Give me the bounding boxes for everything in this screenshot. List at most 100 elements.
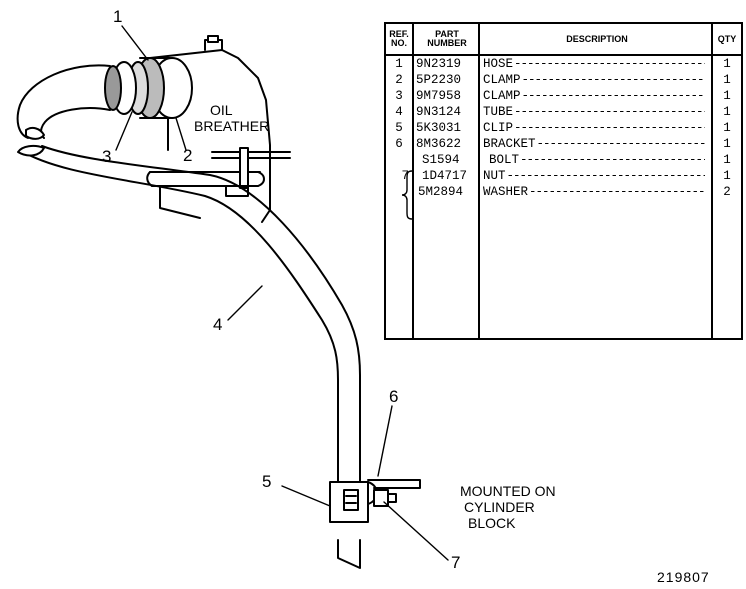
leader-dashes: ---------------------------------------- (520, 153, 705, 167)
hose-clamp-assembly (104, 57, 193, 119)
header-part-line-2: NUMBER (427, 38, 467, 48)
row-description: CLIP------------------------------------… (479, 120, 713, 136)
leader-dashes: ---------------------------------------- (506, 169, 705, 183)
callout-7: 7 (451, 553, 461, 572)
oil-breather-label-line-2: BREATHER (194, 118, 270, 134)
filler-desc (479, 200, 713, 339)
row-description-text: NUT (483, 169, 506, 183)
header-ref-line-1: REF. (389, 29, 409, 39)
callout-6: 6 (389, 387, 399, 406)
filler-ref (385, 200, 414, 339)
row-part-number: 5M2894 (413, 184, 480, 200)
row-part-number: 5K3031 (413, 120, 480, 136)
row-description: HOSE------------------------------------… (479, 55, 713, 72)
row-qty: 1 (723, 153, 731, 167)
table-row: 7 1D4717 NUT----------------------------… (385, 168, 742, 184)
oil-breather-label-line-1: OIL (210, 102, 233, 118)
table-row: 2 5P2230 CLAMP--------------------------… (385, 72, 742, 88)
row-part-number: 5P2230 (413, 72, 480, 88)
row-ref: 1 (385, 55, 414, 72)
group-brace-ref-7 (401, 170, 413, 220)
row-qty: 1 (723, 169, 731, 183)
callout-4: 4 (213, 315, 223, 334)
row-description-text: TUBE (483, 105, 514, 119)
row-part-number: 9N2319 (413, 55, 480, 72)
table-row: 3 9M7958 CLAMP--------------------------… (385, 88, 742, 104)
row-description-text: CLAMP (483, 89, 521, 103)
leader-dashes: ---------------------------------------- (514, 121, 705, 135)
row-description-text: CLIP (483, 121, 514, 135)
row-ref: 3 (385, 88, 414, 104)
mounted-label-line-3: BLOCK (468, 515, 516, 531)
row-qty: 1 (723, 105, 731, 119)
row-part-number: 1D4717 (413, 168, 480, 184)
row-description-text: BOLT (489, 153, 520, 167)
row-ref: 2 (385, 72, 414, 88)
leader-dashes: ---------------------------------------- (521, 73, 705, 87)
callout-3: 3 (102, 147, 112, 166)
leader-dashes: ---------------------------------------- (521, 89, 705, 103)
parts-list-body: 1 9N2319 HOSE---------------------------… (385, 55, 742, 339)
table-header-row: REF. NO. PART NUMBER DESCRIPTION QTY (385, 23, 742, 56)
row-description: NUT-------------------------------------… (479, 168, 713, 184)
row-description-text: HOSE (483, 57, 514, 71)
parts-list-table: REF. NO. PART NUMBER DESCRIPTION QTY 1 9… (384, 22, 743, 340)
leader-dashes: ---------------------------------------- (514, 105, 705, 119)
bracket-clip-hardware (329, 479, 421, 523)
callout-1: 1 (113, 7, 123, 26)
header-ref-no: REF. NO. (385, 23, 414, 56)
leader-lines (115, 25, 449, 561)
row-part-number: S1594 (413, 152, 480, 168)
mounted-on-cylinder-block-label: MOUNTED ON CYLINDER BLOCK (460, 483, 556, 531)
table-row: 5 5K3031 CLIP---------------------------… (385, 120, 742, 136)
leader-dashes: ---------------------------------------- (529, 185, 705, 199)
breather-housing (146, 35, 291, 223)
row-description: BOLT------------------------------------… (479, 152, 713, 168)
oil-breather-label: OIL BREATHER (194, 102, 269, 134)
row-ref: 5 (385, 120, 414, 136)
row-description-text: BRACKET (483, 137, 536, 151)
row-description: BRACKET---------------------------------… (479, 136, 713, 152)
table-row: S1594 BOLT------------------------------… (385, 152, 742, 168)
filler-part (413, 200, 480, 339)
filler-qty (712, 200, 742, 339)
row-ref: 4 (385, 104, 414, 120)
row-qty: 1 (723, 137, 731, 151)
row-part-number: 9M7958 (413, 88, 480, 104)
mounted-label-line-1: MOUNTED ON (460, 483, 556, 499)
header-ref-line-2: NO. (390, 38, 407, 48)
row-qty: 2 (723, 185, 731, 199)
row-qty: 1 (723, 73, 731, 87)
row-qty: 1 (723, 121, 731, 135)
row-part-number: 8M3622 (413, 136, 480, 152)
row-ref (385, 152, 414, 168)
row-qty: 1 (723, 57, 731, 71)
header-part-line-1: PART (435, 29, 459, 39)
row-description: CLAMP-----------------------------------… (479, 72, 713, 88)
leader-dashes: ---------------------------------------- (536, 137, 705, 151)
hose (16, 64, 111, 140)
header-description: DESCRIPTION (479, 23, 713, 56)
table-row: 5M2894 WASHER---------------------------… (385, 184, 742, 200)
row-description-text: CLAMP (483, 73, 521, 87)
row-description: TUBE------------------------------------… (479, 104, 713, 120)
tube (17, 144, 361, 569)
row-qty: 1 (723, 89, 731, 103)
row-description: CLAMP-----------------------------------… (479, 88, 713, 104)
row-ref: 6 (385, 136, 414, 152)
callout-2: 2 (183, 146, 193, 165)
table-row: 1 9N2319 HOSE---------------------------… (385, 55, 742, 72)
table-filler-row (385, 200, 742, 339)
figure-number: 219807 (657, 569, 710, 585)
callout-5: 5 (262, 472, 272, 491)
table-row: 4 9N3124 TUBE---------------------------… (385, 104, 742, 120)
header-qty: QTY (712, 23, 742, 56)
header-part-number: PART NUMBER (413, 23, 480, 56)
row-description: WASHER----------------------------------… (479, 184, 713, 200)
row-description-text: WASHER (483, 185, 529, 199)
leader-dashes: ---------------------------------------- (514, 57, 705, 71)
table-row: 6 8M3622 BRACKET------------------------… (385, 136, 742, 152)
mounted-label-line-2: CYLINDER (464, 499, 535, 515)
row-part-number: 9N3124 (413, 104, 480, 120)
